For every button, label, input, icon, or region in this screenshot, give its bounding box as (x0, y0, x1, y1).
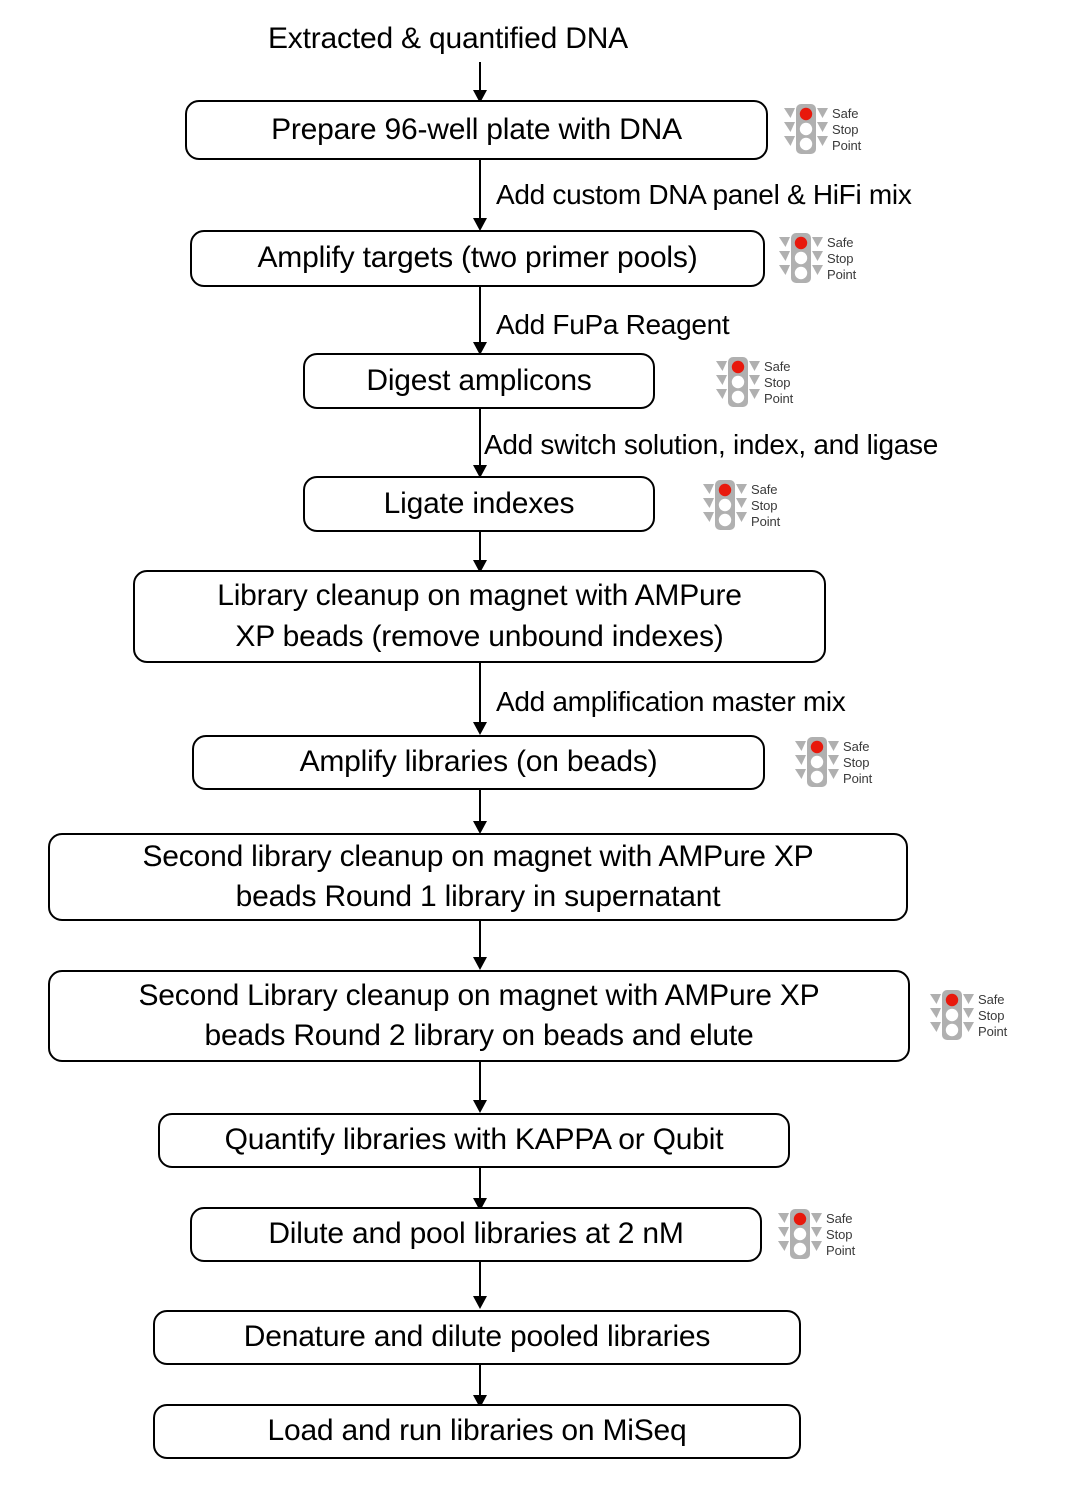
connector-n7-to-n8 (473, 921, 487, 970)
safe-stop-point-n4: Safe Stop Point (703, 480, 780, 532)
traffic-light-icon (716, 357, 760, 409)
point-line: Point (751, 513, 781, 529)
safe-stop-point-text: Safe Stop Point (978, 992, 1007, 1040)
connector-n8-to-n9 (473, 1062, 487, 1113)
safe-line: Safe (826, 1211, 853, 1227)
start-label: Extracted & quantified DNA (268, 22, 628, 55)
connector-start-to-n1 (473, 62, 487, 103)
traffic-light-icon (930, 990, 974, 1042)
node-line-2: beads Round 2 library on beads and elute (204, 1019, 754, 1052)
edge-label-add-switch-solution: Add switch solution, index, and ligase (484, 429, 938, 460)
stop-line: Stop (832, 122, 859, 138)
node-amplify-libraries-on-beads[interactable]: Amplify libraries (on beads) (192, 735, 765, 790)
safe-line: Safe (764, 359, 791, 375)
stop-line: Stop (827, 251, 854, 267)
node-library-cleanup-ampure[interactable]: Library cleanup on magnet with AMPure XP… (133, 570, 826, 663)
safe-stop-point-text: Safe Stop Point (827, 235, 856, 283)
node-second-library-cleanup-round2[interactable]: Second Library cleanup on magnet with AM… (48, 970, 910, 1062)
node-ligate-indexes[interactable]: Ligate indexes (303, 476, 655, 532)
point-line: Point (832, 137, 862, 153)
node-quantify-libraries[interactable]: Quantify libraries with KAPPA or Qubit (158, 1113, 790, 1168)
edge-label-add-amplification-master-mix: Add amplification master mix (496, 686, 846, 717)
safe-line: Safe (827, 235, 854, 251)
safe-stop-point-text: Safe Stop Point (751, 482, 780, 530)
stop-line: Stop (751, 498, 778, 514)
edge-label-add-fupa-reagent: Add FuPa Reagent (496, 309, 730, 340)
traffic-light-icon (779, 233, 823, 285)
traffic-light-icon (795, 737, 839, 789)
node-prepare-96-well-plate[interactable]: Prepare 96-well plate with DNA (185, 100, 768, 160)
point-line: Point (764, 390, 794, 406)
node-load-and-run-miseq[interactable]: Load and run libraries on MiSeq (153, 1404, 801, 1459)
stop-line: Stop (764, 375, 791, 391)
connector-n3-to-n4 (473, 409, 487, 478)
safe-stop-point-n3: Safe Stop Point (716, 357, 793, 409)
safe-stop-point-n1: Safe Stop Point (784, 104, 861, 156)
node-denature-and-dilute[interactable]: Denature and dilute pooled libraries (153, 1310, 801, 1365)
connector-n6-to-n7 (473, 790, 487, 834)
traffic-light-icon (703, 480, 747, 532)
safe-stop-point-n2: Safe Stop Point (779, 233, 856, 285)
safe-stop-point-text: Safe Stop Point (826, 1211, 855, 1259)
connector-n10-to-n11 (473, 1262, 487, 1309)
safe-stop-point-n10: Safe Stop Point (778, 1209, 855, 1261)
point-line: Point (978, 1023, 1008, 1039)
connector-n4-to-n5 (473, 532, 487, 573)
traffic-light-icon (778, 1209, 822, 1261)
connector-n2-to-n3 (473, 287, 487, 355)
node-digest-amplicons[interactable]: Digest amplicons (303, 353, 655, 409)
point-line: Point (843, 770, 873, 786)
connector-n1-to-n2 (473, 160, 487, 231)
node-amplify-targets[interactable]: Amplify targets (two primer pools) (190, 230, 765, 287)
safe-line: Safe (978, 992, 1005, 1008)
node-line-1: Second Library cleanup on magnet with AM… (138, 978, 820, 1012)
safe-line: Safe (751, 482, 778, 498)
safe-stop-point-n8: Safe Stop Point (930, 990, 1007, 1042)
safe-stop-point-text: Safe Stop Point (832, 106, 861, 154)
node-dilute-and-pool-libraries[interactable]: Dilute and pool libraries at 2 nM (190, 1207, 762, 1262)
safe-line: Safe (843, 739, 870, 755)
stop-line: Stop (978, 1008, 1005, 1024)
edge-label-add-custom-dna-panel: Add custom DNA panel & HiFi mix (496, 179, 912, 210)
traffic-light-icon (784, 104, 828, 156)
node-line-1: Second library cleanup on magnet with AM… (142, 839, 814, 873)
safe-line: Safe (832, 106, 859, 122)
connector-n5-to-n6 (473, 663, 487, 735)
safe-stop-point-text: Safe Stop Point (843, 739, 872, 787)
point-line: Point (826, 1242, 856, 1258)
connector-n11-to-n12 (473, 1365, 487, 1408)
node-second-library-cleanup-round1[interactable]: Second library cleanup on magnet with AM… (48, 833, 908, 921)
node-line-2: XP beads (remove unbound indexes) (235, 619, 724, 653)
stop-line: Stop (826, 1227, 853, 1243)
node-line-1: Library cleanup on magnet with AMPure (217, 579, 742, 612)
safe-stop-point-text: Safe Stop Point (764, 359, 793, 407)
stop-line: Stop (843, 755, 870, 771)
safe-stop-point-n6: Safe Stop Point (795, 737, 872, 789)
node-line-2: beads Round 1 library in supernatant (235, 880, 721, 913)
connector-n9-to-n10 (473, 1168, 487, 1211)
point-line: Point (827, 266, 857, 282)
